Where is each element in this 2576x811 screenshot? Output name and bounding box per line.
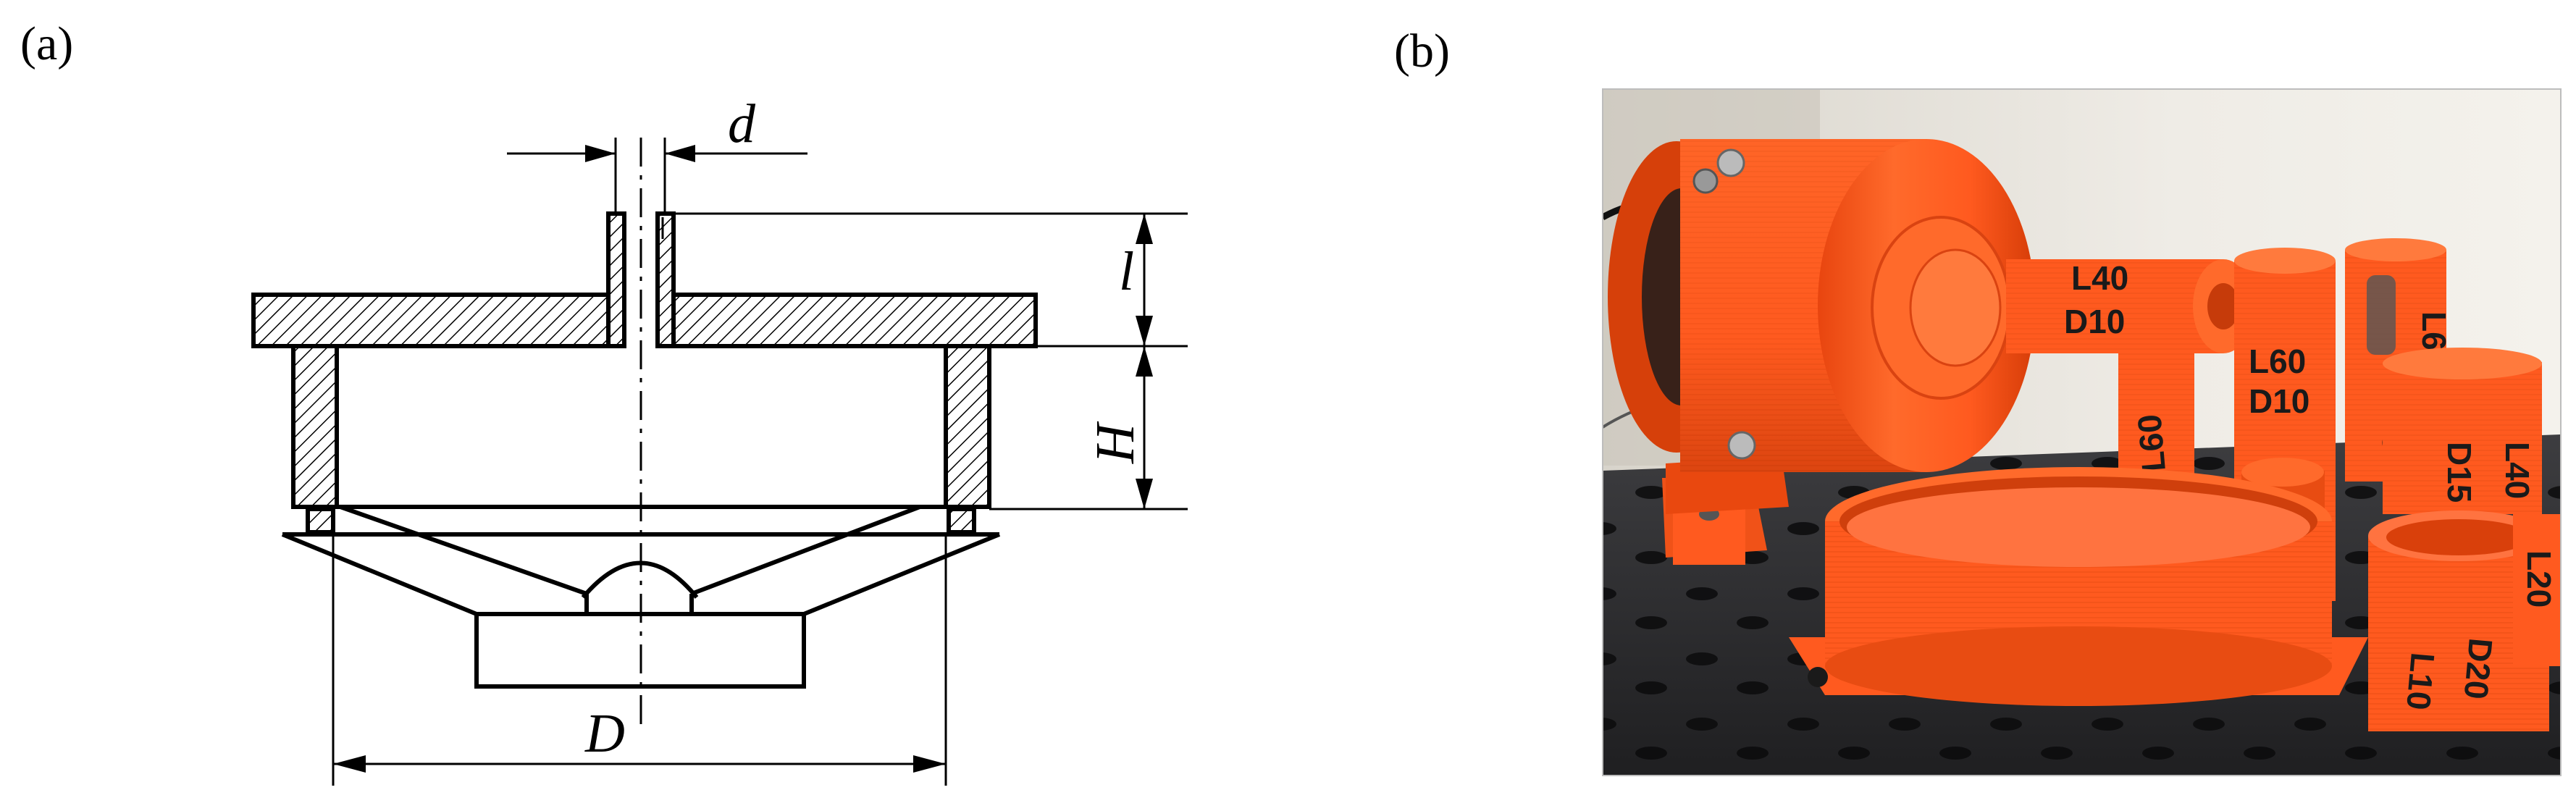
tube-e: L10 D20 [2368,510,2549,731]
tube-f-label: L20 [2520,550,2558,608]
dimension-l-label: l [1119,241,1134,302]
magnet [474,612,806,689]
tube-d-label-1: L40 [2499,442,2536,499]
speaker-housing [1680,139,2035,472]
gasket-right [947,507,976,534]
tube-main-label-1: L40 [2071,259,2128,297]
dimension-D: D [332,532,947,786]
side-wall-left [291,344,339,509]
tube-b-label-1: L60 [2249,343,2306,380]
tube-f: L20 [2513,514,2561,666]
panel-label-a: (a) [20,17,73,70]
speaker-enclosure-drawing: d l H [251,93,1188,786]
tube-main-label-2: D10 [2064,303,2125,340]
tube-a-label: L60 [2130,413,2173,473]
top-plate-right [671,293,1038,348]
tube-d: L40 D15 [2383,348,2542,514]
panel-label-b: (b) [1394,25,1450,77]
tube-b-label-2: D10 [2249,382,2309,420]
dimension-H: H [989,345,1188,510]
gasket-left [306,507,335,534]
tube-e-label-2: D20 [2457,636,2500,701]
dust-cap [581,560,699,599]
enclosure-ring [1789,467,2368,706]
top-plate-left [251,293,611,348]
tube-d-label-2: D15 [2441,442,2478,503]
port-tube-wall-left [606,211,626,348]
printed-parts-photo: L40 D10 L60 L60 D10 L60 [1602,88,2562,776]
dimension-H-label: H [1085,421,1146,464]
port-tube-main: L40 D10 [2006,259,2254,353]
tube-e-label-1: L10 [2399,651,2442,711]
dimension-d: d [507,93,807,214]
dimension-d-label: d [728,93,756,154]
dimension-l: l [674,212,1188,346]
port-tube-wall-right [655,211,676,348]
dimension-D-label: D [584,703,625,764]
loudspeaker [281,505,1001,689]
side-wall-right [944,344,991,509]
